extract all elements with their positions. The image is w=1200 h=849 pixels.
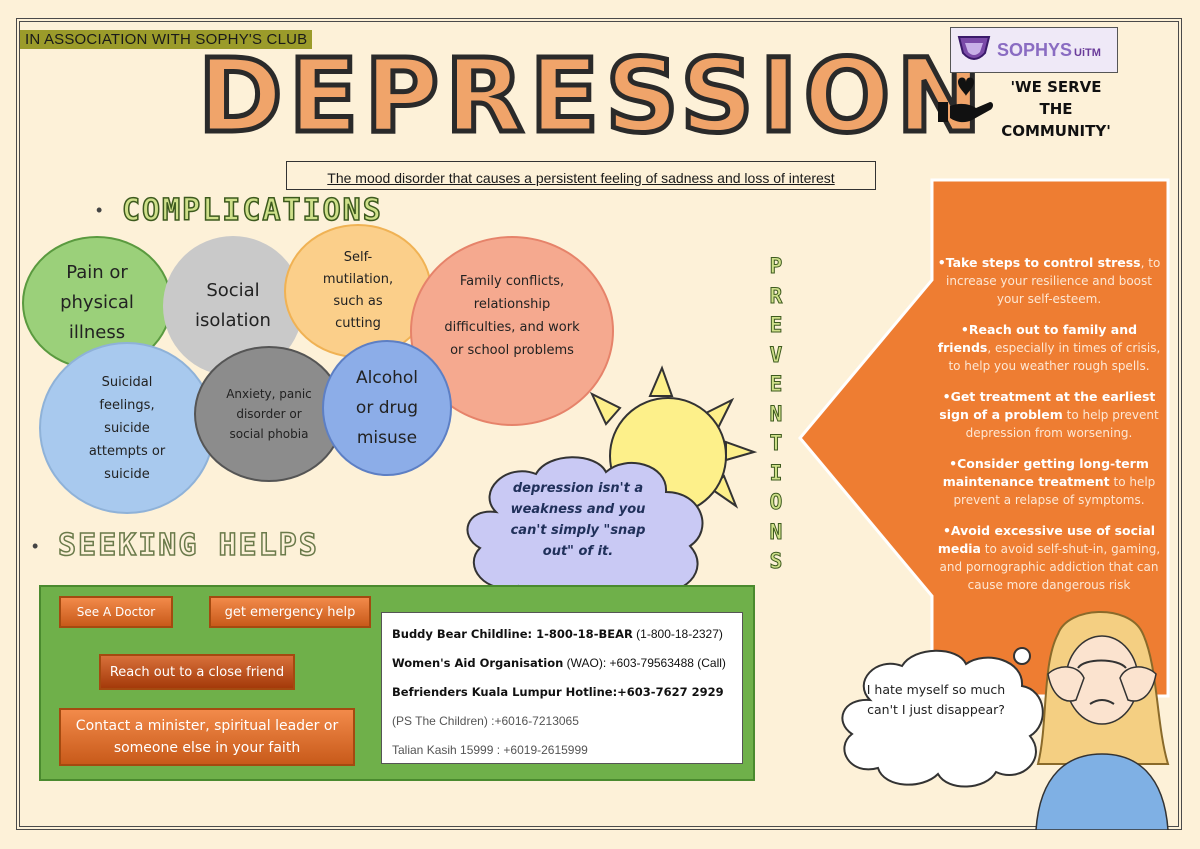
complication-label: Suicidal feelings, suicide attempts or s… (88, 374, 166, 482)
hotline-list: Buddy Bear Childline: 1-800-18-BEAR (1-8… (381, 612, 743, 764)
complication-suicidal: Suicidal feelings, suicide attempts or s… (39, 342, 215, 514)
hotline-item: (PS The Children) :+6016-7213065 (392, 707, 732, 736)
hotline-rest: (PS The Children) :+6016-7213065 (392, 714, 579, 728)
preventions-letter: R (769, 283, 783, 308)
complication-self-mutilation: Self-mutilation, such as cutting (284, 224, 432, 358)
hotline-bold: Buddy Bear Childline: 1-800-18-BEAR (392, 627, 633, 641)
complication-label: Alcohol or drug misuse (355, 368, 419, 448)
complication-label: Anxiety, panic disorder or social phobia (226, 387, 312, 441)
hotline-rest: (WAO): +603-79563488 (Call) (563, 656, 726, 670)
association-banner: IN ASSOCIATION WITH SOPHY'S CLUB (20, 30, 313, 49)
preventions-letter: T (769, 431, 783, 456)
hotline-item: Befrienders Kuala Lumpur Hotline:+603-76… (392, 678, 732, 707)
complication-alcohol: Alcohol or drug misuse (322, 340, 452, 476)
heart-hand-icon (938, 77, 993, 123)
prevention-rest: , to increase your resilience and boost … (946, 256, 1161, 306)
quote-text: depression isn't a weakness and you can'… (510, 481, 646, 559)
complications-heading: COMPLICATIONS (121, 192, 383, 229)
arrow-left-icon (798, 178, 1170, 698)
crest-icon (957, 36, 991, 60)
hotline-item: Women's Aid Organisation (WAO): +603-795… (392, 649, 732, 678)
prevention-rest: to avoid self-shut-in, gaming, and porno… (939, 542, 1161, 592)
prevention-rest: , especially in times of crisis, to help… (948, 341, 1161, 373)
preventions-letter: E (769, 372, 783, 397)
complication-anxiety: Anxiety, panic disorder or social phobia (194, 346, 344, 482)
bullet-dot: • (96, 200, 103, 220)
hotline-rest: Talian Kasih 15999 : +6019-2615999 (392, 743, 588, 757)
complication-label: Pain or physical illness (60, 262, 134, 343)
preventions-heading: P R E V E N T I O N S (764, 252, 788, 577)
prevention-item: •Consider getting long-term maintenance … (936, 455, 1162, 509)
complication-label: Social isolation (195, 280, 271, 331)
prevention-item: •Take steps to control stress, to increa… (936, 254, 1162, 308)
prevention-bold: •Consider getting long-term maintenance … (942, 456, 1149, 489)
seeking-help-heading: SEEKING HELPS (57, 527, 319, 564)
hotline-rest: (1-800-18-2327) (632, 627, 723, 641)
prevention-bold: •Take steps to control stress (937, 255, 1141, 270)
preventions-letter: S (769, 549, 783, 574)
preventions-letter: N (769, 401, 783, 426)
slogan: 'WE SERVE THE COMMUNITY' (1001, 78, 1111, 140)
preventions-letter: E (769, 313, 783, 338)
complication-label: Family conflicts, relationship difficult… (444, 274, 580, 358)
preventions-letter: N (769, 519, 783, 544)
emergency-help-button[interactable]: get emergency help (209, 596, 371, 628)
thought-cloud-icon (841, 647, 1044, 788)
complication-label: Self-mutilation, such as cutting (322, 250, 394, 331)
logo-suffix: UiTM (1074, 46, 1101, 59)
preventions-list: •Take steps to control stress, to increa… (936, 254, 1162, 607)
crying-girl-icon (1035, 611, 1170, 830)
thought-text: I hate myself so much can't I just disap… (866, 682, 1006, 717)
preventions-letter: V (769, 342, 783, 367)
prevention-item: •Get treatment at the earliest sign of a… (936, 388, 1162, 442)
prevention-rest: to help prevent depression from worsenin… (965, 408, 1159, 440)
hotline-bold: Befrienders Kuala Lumpur Hotline:+603-76… (392, 685, 724, 699)
hotline-item: Talian Kasih 15999 : +6019-2615999 (392, 736, 732, 765)
contact-minister-button[interactable]: Contact a minister, spiritual leader or … (59, 708, 355, 766)
preventions-letter: P (769, 254, 783, 279)
hotline-item: Buddy Bear Childline: 1-800-18-BEAR (1-8… (392, 620, 732, 649)
prevention-bold: •Avoid excessive use of social media (937, 523, 1156, 556)
prevention-bold: •Get treatment at the earliest sign of a… (939, 389, 1156, 422)
bullet-dot: • (32, 536, 39, 556)
prevention-item: •Reach out to family and friends, especi… (936, 321, 1162, 375)
page-subtitle: The mood disorder that causes a persiste… (286, 161, 876, 190)
prevention-rest: to help prevent a relapse of symptoms. (953, 475, 1156, 507)
hotline-bold: Women's Aid Organisation (392, 656, 564, 670)
prevention-bold: •Reach out to family and friends (937, 322, 1138, 355)
poster-frame (16, 18, 1182, 830)
preventions-letter: O (769, 490, 783, 515)
preventions-letter: I (769, 460, 783, 485)
prevention-item: •Avoid excessive use of social media to … (936, 522, 1162, 594)
quote-cloud-icon (466, 456, 704, 606)
see-doctor-button[interactable]: See A Doctor (59, 596, 173, 628)
close-friend-button[interactable]: Reach out to a close friend (99, 654, 295, 690)
page-title: DEPRESSION (196, 37, 988, 156)
logo-name: SOPHYS (997, 39, 1073, 60)
